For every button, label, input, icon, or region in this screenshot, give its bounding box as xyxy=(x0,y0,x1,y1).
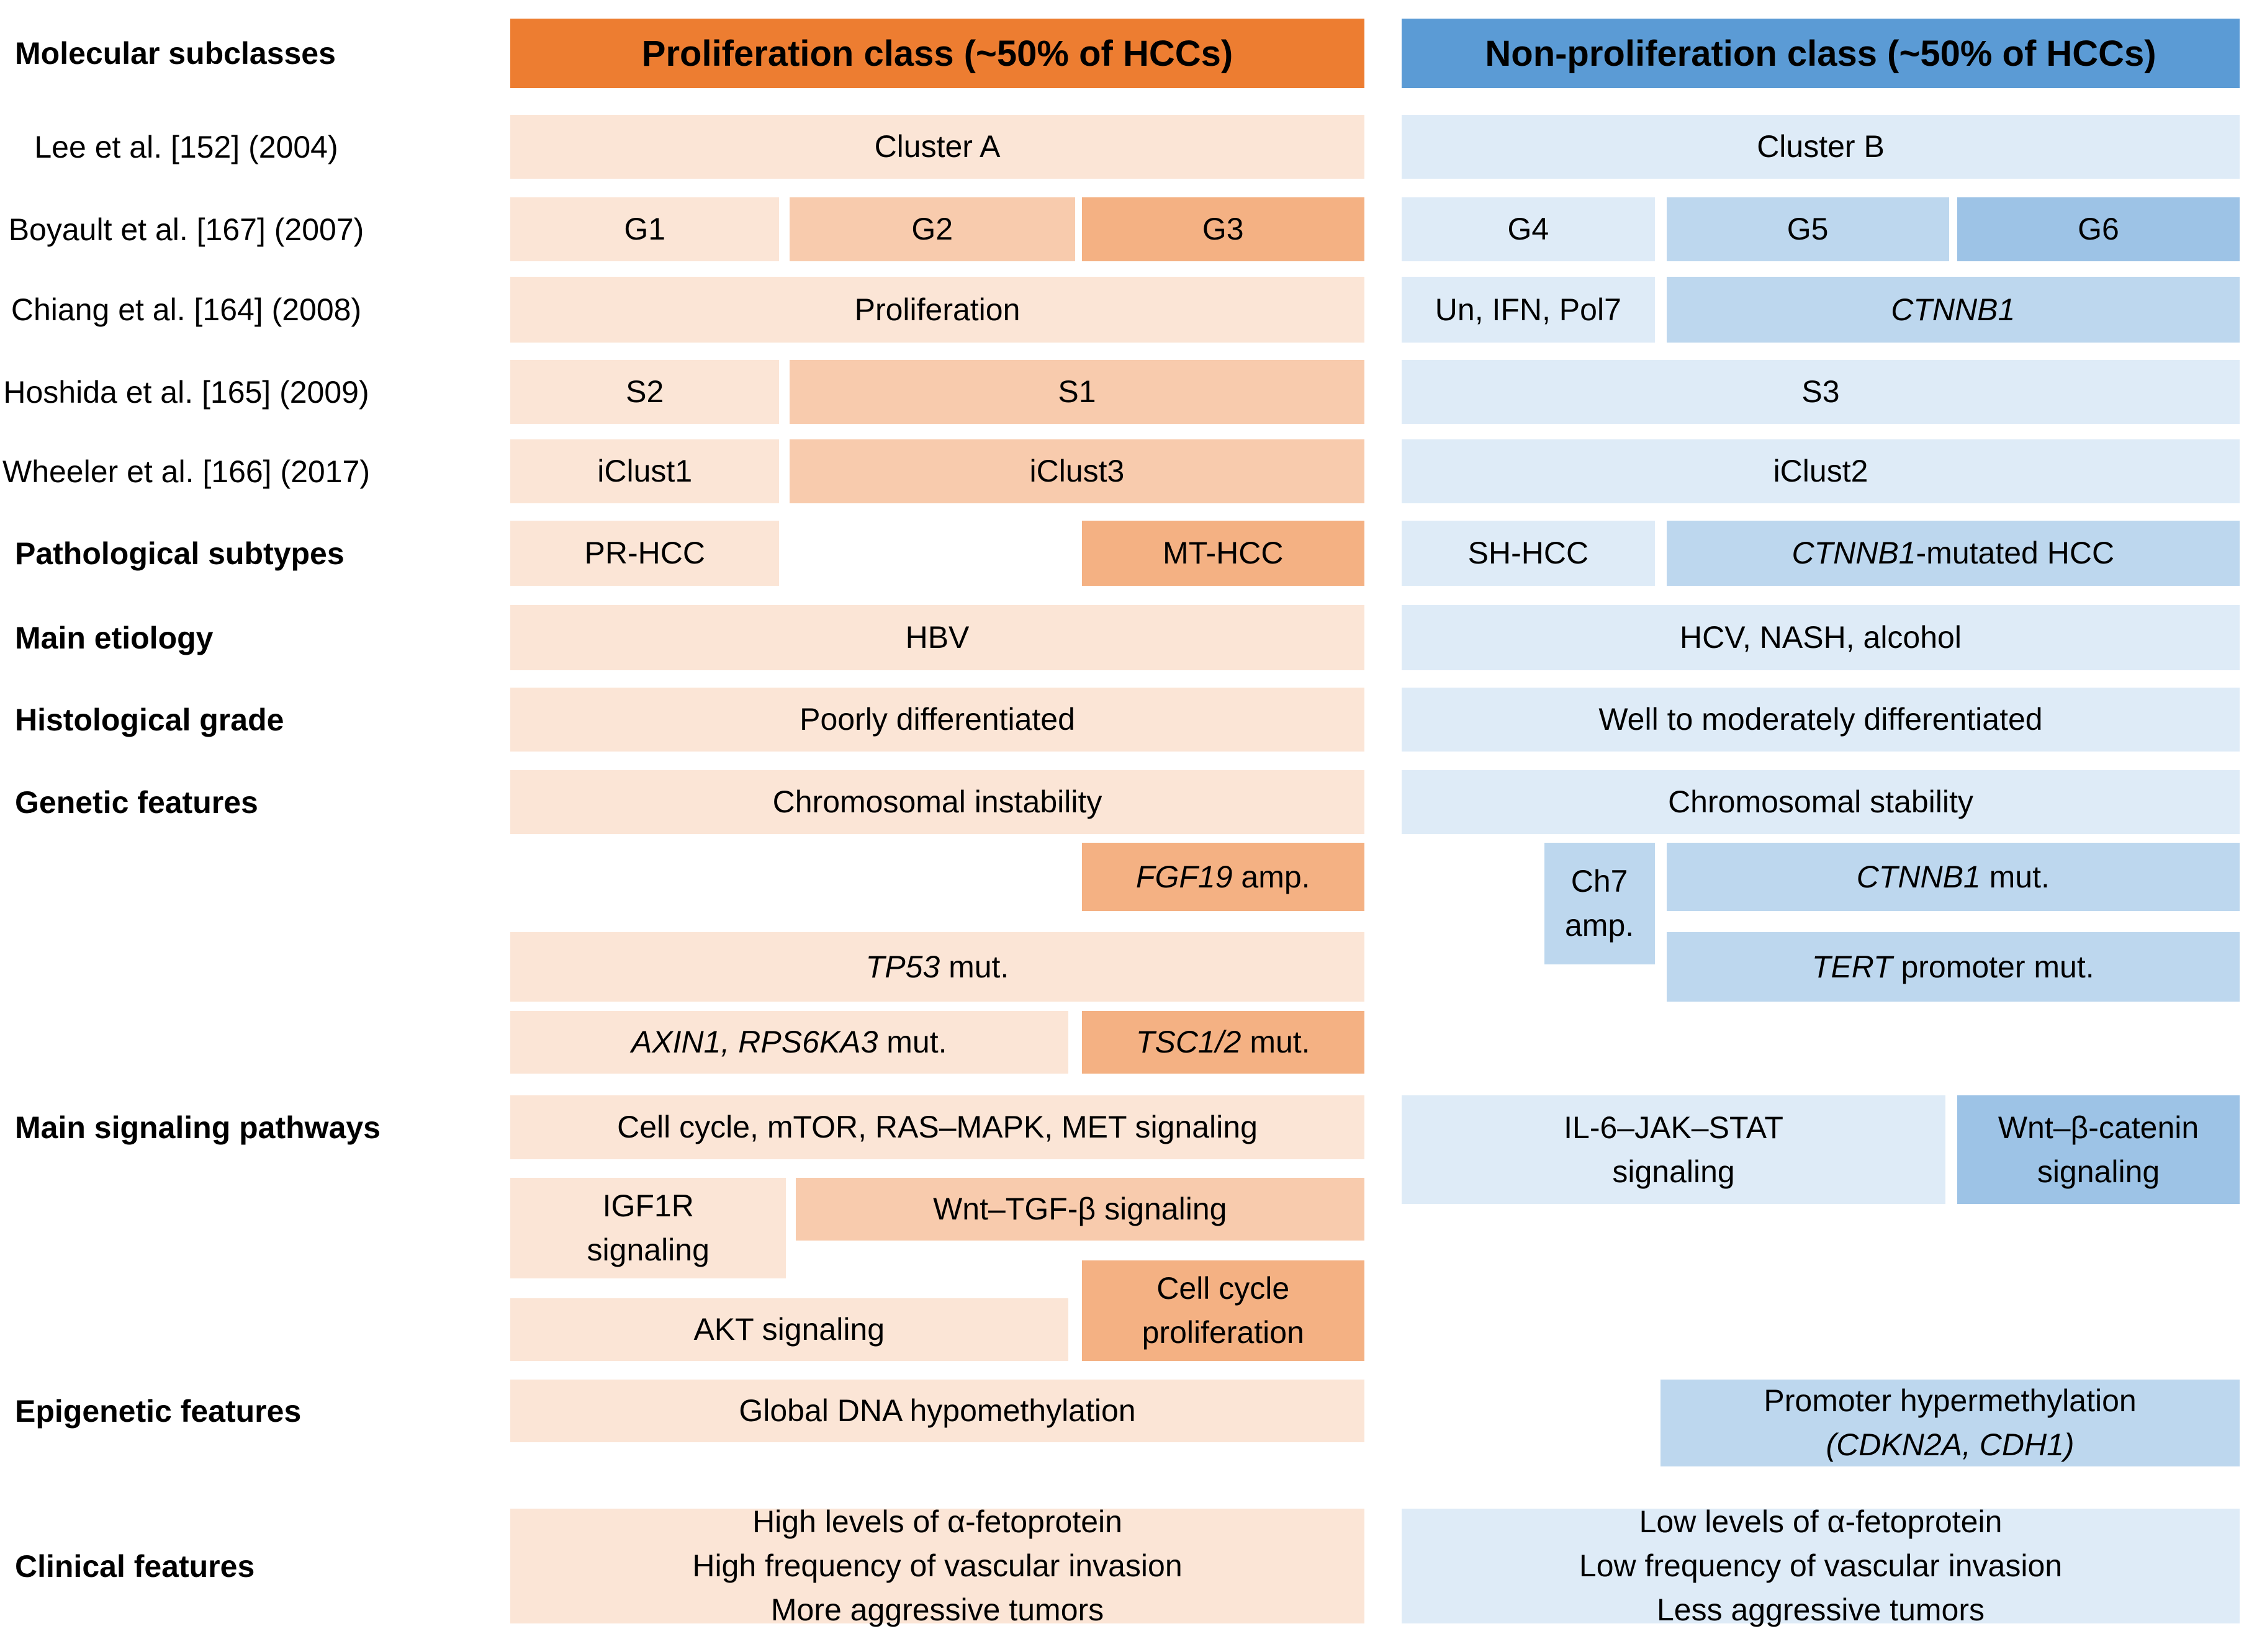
row-label-pathological-subtypes: Pathological subtypes xyxy=(15,536,345,571)
cell-poorly-differentiated: Poorly differentiated xyxy=(510,688,1364,752)
cell-g2: G2 xyxy=(789,197,1075,261)
cell-s2: S2 xyxy=(510,360,780,424)
cell-pr-hcc: PR-HCC xyxy=(510,521,780,586)
cell-wnt-tgf-b-signaling: Wnt–TGF-β signaling xyxy=(795,1178,1364,1241)
proliferation-class-header: Proliferation class (~50% of HCCs) xyxy=(510,19,1364,88)
cell-g3: G3 xyxy=(1081,197,1364,261)
cell-chromosomal-stability: Chromosomal stability xyxy=(1402,770,2240,834)
cell-tsc1-2-mut: TSC1/2 mut. xyxy=(1081,1011,1364,1074)
cell-ctnnb1-mutated-hcc: CTNNB1-mutated HCC xyxy=(1666,521,2240,586)
cell-g1: G1 xyxy=(510,197,780,261)
row-label-epigenetic-features: Epigenetic features xyxy=(15,1393,302,1429)
row-label-histological-grade: Histological grade xyxy=(15,702,284,737)
cell-hbv: HBV xyxy=(510,605,1364,670)
cell-promoter-hypermethylation: Promoter hypermethylation(CDKN2A, CDH1) xyxy=(1660,1380,2240,1466)
row-label-clinical-features: Clinical features xyxy=(15,1548,255,1584)
cell-well-to-moderately-differentiated: Well to moderately differentiated xyxy=(1402,688,2240,752)
cell-g4: G4 xyxy=(1402,197,1655,261)
cell-fgf19-amp: FGF19 amp. xyxy=(1081,843,1364,911)
cell-chromosomal-instability: Chromosomal instability xyxy=(510,770,1364,834)
non-proliferation-class-header: Non-proliferation class (~50% of HCCs) xyxy=(1402,19,2240,88)
row-label-main-etiology: Main etiology xyxy=(15,620,214,655)
cell-sh-hcc: SH-HCC xyxy=(1402,521,1655,586)
cell-tert-promoter-mut: TERT promoter mut. xyxy=(1666,932,2240,1002)
cell-mt-hcc: MT-HCC xyxy=(1081,521,1364,586)
row-label-chiang-2008: Chiang et al. [164] (2008) xyxy=(11,292,362,327)
cell-cluster-b: Cluster B xyxy=(1402,115,2240,179)
cell-akt-signaling: AKT signaling xyxy=(510,1298,1068,1361)
cell-un-ifn-pol7: Un, IFN, Pol7 xyxy=(1402,277,1655,343)
cell-ctnnb1-class: CTNNB1 xyxy=(1666,277,2240,343)
row-label-lee-2004: Lee et al. [152] (2004) xyxy=(34,129,338,164)
row-label-hoshida-2009: Hoshida et al. [165] (2009) xyxy=(3,374,369,410)
cell-s3: S3 xyxy=(1402,360,2240,424)
row-label-main-signaling-pathways: Main signaling pathways xyxy=(15,1110,381,1145)
cell-tp53-mut: TP53 mut. xyxy=(510,932,1364,1002)
cell-iclust2: iClust2 xyxy=(1402,439,2240,503)
cell-iclust3: iClust3 xyxy=(789,439,1364,503)
cell-ctnnb1-mut: CTNNB1 mut. xyxy=(1666,843,2240,911)
cell-global-dna-hypomethylation: Global DNA hypomethylation xyxy=(510,1380,1364,1442)
cell-cell-cycle-mtor-ras-mapk-met: Cell cycle, mTOR, RAS–MAPK, MET signalin… xyxy=(510,1095,1364,1159)
cell-cluster-a: Cluster A xyxy=(510,115,1364,179)
cell-hcv-nash-alcohol: HCV, NASH, alcohol xyxy=(1402,605,2240,670)
column-header-molecular-subclasses: Molecular subclasses xyxy=(15,36,336,71)
cell-s1: S1 xyxy=(789,360,1364,424)
cell-g5: G5 xyxy=(1666,197,1949,261)
row-label-genetic-features: Genetic features xyxy=(15,784,258,820)
cell-axin1-rps6ka3-mut: AXIN1, RPS6KA3 mut. xyxy=(510,1011,1068,1074)
cell-iclust1: iClust1 xyxy=(510,439,780,503)
cell-proliferation: Proliferation xyxy=(510,277,1364,343)
row-label-wheeler-2017: Wheeler et al. [166] (2017) xyxy=(2,454,370,489)
row-label-boyault-2007: Boyault et al. [167] (2007) xyxy=(8,212,364,247)
cell-g6: G6 xyxy=(1957,197,2240,261)
